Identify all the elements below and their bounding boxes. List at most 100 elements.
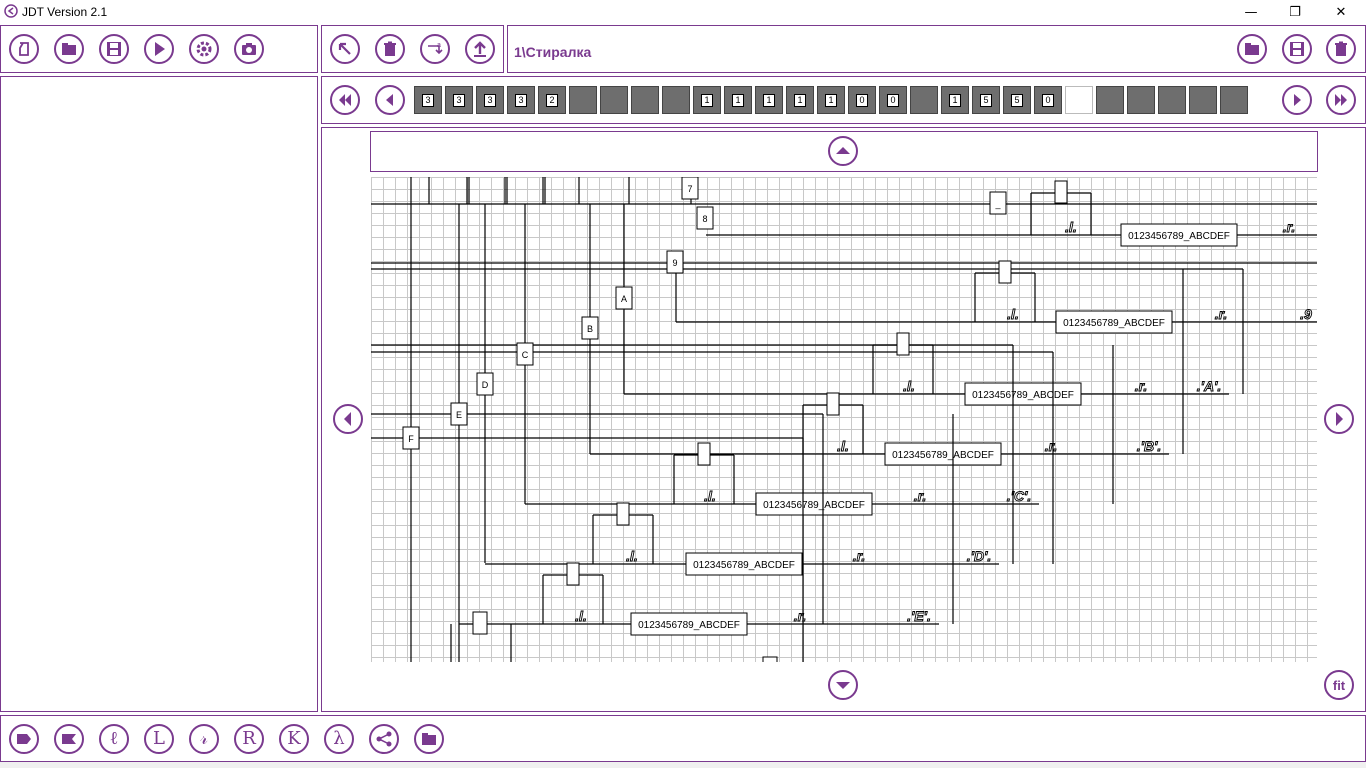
path-save-button[interactable]	[1282, 34, 1312, 64]
state-label: A	[621, 294, 627, 304]
tape-cell[interactable]: 3	[445, 86, 473, 114]
tape-cell[interactable]: 3	[507, 86, 535, 114]
script-l-button[interactable]: ℓ	[99, 724, 129, 754]
lambda-button[interactable]: λ	[324, 724, 354, 754]
minimize-button[interactable]: —	[1244, 4, 1258, 20]
path-open-button[interactable]	[1237, 34, 1267, 64]
tape-next-button[interactable]	[1282, 85, 1312, 115]
l-node: .l.	[1007, 306, 1019, 322]
tape-cell[interactable]: 1	[755, 86, 783, 114]
letter-r-button[interactable]: R	[234, 724, 264, 754]
l-node: .l.	[903, 378, 915, 394]
save-icon	[1290, 42, 1304, 56]
tape-cell-value: 0	[856, 93, 868, 107]
symbol-box-text: 0123456789_ABCDEF	[972, 390, 1074, 401]
letter-k-button[interactable]: K	[279, 724, 309, 754]
tag-button[interactable]	[54, 724, 84, 754]
tape-cell[interactable]: 1	[724, 86, 752, 114]
tape-cell[interactable]: 2	[538, 86, 566, 114]
title-bar: JDT Version 2.1 — ❐ ✕	[0, 0, 1366, 24]
scroll-left-button[interactable]	[333, 404, 363, 434]
tape-cell[interactable]	[910, 86, 938, 114]
rename-button[interactable]: a	[420, 34, 450, 64]
l-node: .l.	[837, 438, 849, 454]
node-box	[826, 392, 840, 416]
tape-cell[interactable]	[1096, 86, 1124, 114]
tape-cell[interactable]: 1	[786, 86, 814, 114]
open-button[interactable]	[54, 34, 84, 64]
tape-cell[interactable]: 5	[972, 86, 1000, 114]
camera-icon	[242, 43, 256, 55]
folder-button[interactable]	[414, 724, 444, 754]
scroll-down-button[interactable]	[828, 670, 858, 700]
tape-cell[interactable]: 0	[848, 86, 876, 114]
tape-cell[interactable]	[1189, 86, 1217, 114]
save-button[interactable]	[99, 34, 129, 64]
turing-diagram[interactable]: 789ABCDEF_.l.0123456789_ABCDEF.r..l.0123…	[371, 177, 1317, 662]
symbol-box	[630, 612, 748, 636]
output-node: .9	[1300, 306, 1312, 322]
symbol-box-text: 0123456789_ABCDEF	[1128, 231, 1230, 242]
tape-cell-value: 3	[422, 93, 434, 107]
maximize-button[interactable]: ❐	[1289, 4, 1301, 20]
path-panel	[507, 25, 1366, 73]
script-r-button[interactable]: 𝓇	[189, 724, 219, 754]
tape-cell-value: 3	[515, 93, 527, 107]
fit-button[interactable]: fit	[1324, 670, 1354, 700]
status-strip	[0, 762, 1366, 768]
delete-icon	[1335, 41, 1347, 56]
tape-cell[interactable]	[1065, 86, 1093, 114]
new-file-button[interactable]	[9, 34, 39, 64]
settings-button[interactable]	[189, 34, 219, 64]
tape-cell[interactable]	[1220, 86, 1248, 114]
window-title: JDT Version 2.1	[22, 5, 108, 19]
letter-l-button[interactable]: L	[144, 724, 174, 754]
upload-button[interactable]	[465, 34, 495, 64]
tape-cell[interactable]: 0	[1034, 86, 1062, 114]
state-label-box	[666, 250, 684, 274]
state-label-box	[615, 286, 633, 310]
tape-prev-button[interactable]	[375, 85, 405, 115]
open-folder-icon	[1245, 43, 1259, 55]
tape-cell[interactable]	[600, 86, 628, 114]
chevron-right-icon	[1336, 412, 1343, 426]
r-node: .r.	[1215, 306, 1227, 322]
label-button[interactable]	[9, 724, 39, 754]
tape-cell[interactable]: 5	[1003, 86, 1031, 114]
share-button[interactable]	[369, 724, 399, 754]
double-chevron-right-icon	[1335, 94, 1347, 106]
select-button[interactable]	[330, 34, 360, 64]
output-node: .'A'.	[1197, 378, 1222, 394]
tape-cell[interactable]: 1	[941, 86, 969, 114]
tape-cell[interactable]	[631, 86, 659, 114]
tape-cell[interactable]	[569, 86, 597, 114]
run-button[interactable]	[144, 34, 174, 64]
tape-cell[interactable]	[1127, 86, 1155, 114]
scroll-up-button[interactable]	[828, 136, 858, 166]
tape-cell[interactable]: 3	[476, 86, 504, 114]
output-node: .'D'.	[967, 548, 992, 564]
camera-button[interactable]	[234, 34, 264, 64]
tape-first-button[interactable]	[330, 85, 360, 115]
state-label: F	[408, 434, 414, 444]
tape-cell[interactable]: 1	[693, 86, 721, 114]
tape-cell[interactable]: 0	[879, 86, 907, 114]
scroll-right-button[interactable]	[1324, 404, 1354, 434]
tape-cell[interactable]: 3	[414, 86, 442, 114]
symbol-box-text: 0123456789_ABCDEF	[892, 450, 994, 461]
tape-last-button[interactable]	[1326, 85, 1356, 115]
node-box	[566, 562, 580, 586]
chevron-up-icon	[836, 147, 850, 154]
tape-cell[interactable]	[1158, 86, 1186, 114]
tape-cell[interactable]: 1	[817, 86, 845, 114]
node-box	[998, 260, 1012, 284]
tape-cell-value: 1	[763, 93, 775, 107]
path-delete-button[interactable]	[1326, 34, 1356, 64]
close-button[interactable]: ✕	[1335, 4, 1347, 20]
tape-cell[interactable]	[662, 86, 690, 114]
output-node: .'E'.	[907, 608, 931, 624]
delete-state-button[interactable]	[375, 34, 405, 64]
state-label: B	[587, 324, 593, 334]
node-box	[896, 332, 910, 356]
